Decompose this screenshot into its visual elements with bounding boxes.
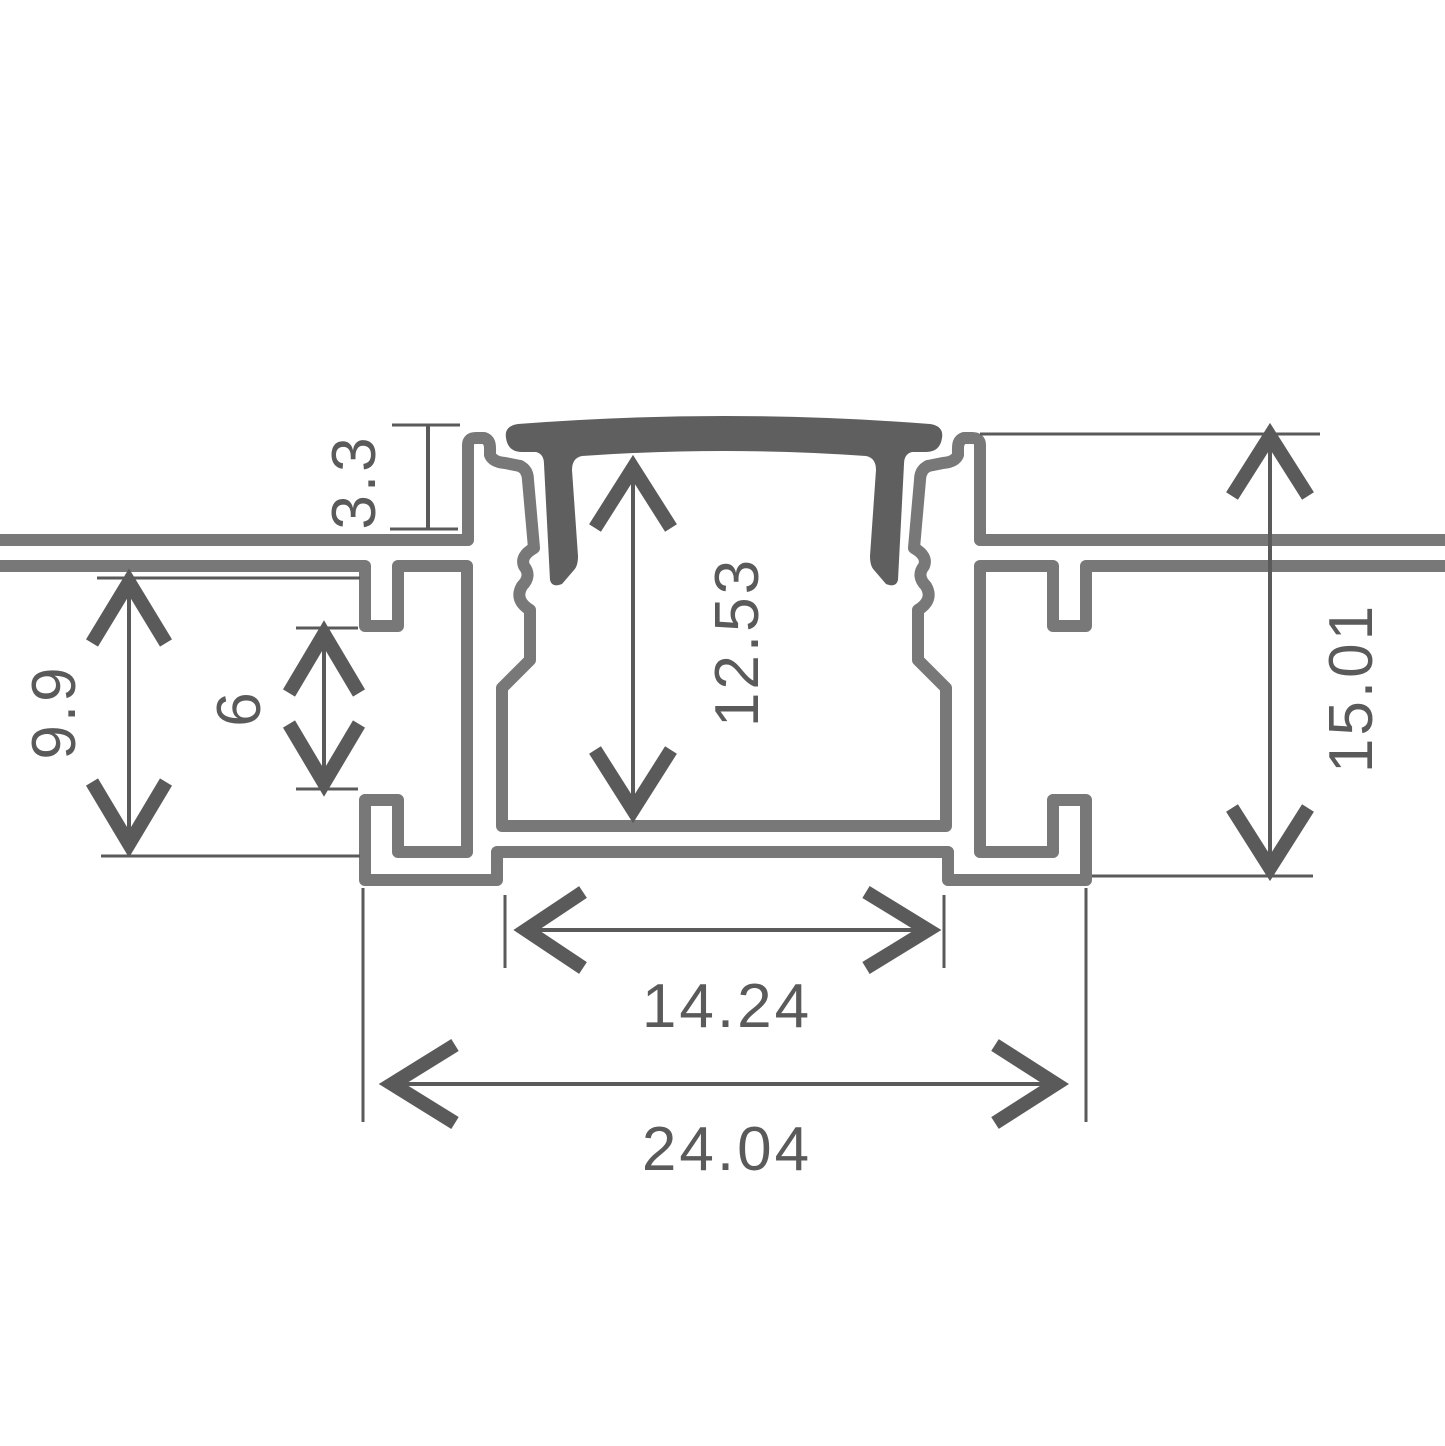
dimension-label-14-24: 14.24 [642,972,812,1041]
arrow-up-icon [589,454,677,532]
dimension-outer-width: 24.04 [361,888,1088,1184]
arrow-left-icon [513,886,587,974]
arrow-down-icon [85,778,173,858]
dimension-inner-height: 12.53 [589,454,772,824]
arrow-up-icon [1226,422,1314,500]
arrow-down-icon [589,746,677,824]
dimension-label-15-01: 15.01 [1317,603,1386,773]
mounting-surface [0,432,1445,886]
inner-channel [496,460,952,832]
arrow-down-icon [282,720,366,797]
dimension-label-12-53: 12.53 [703,557,772,727]
arrow-up-icon [86,568,172,647]
arrow-right-icon [991,1039,1069,1129]
arrow-up-icon [282,620,366,697]
dimension-inner-width: 14.24 [503,886,946,1041]
dimension-side-depth: 9.9 [20,568,360,858]
dimension-slot-height: 6 [205,620,366,797]
dimension-total-height: 15.01 [980,422,1386,882]
dimension-label-6: 6 [205,689,274,726]
arrow-right-icon [862,886,942,974]
arrow-down-icon [1226,804,1314,882]
diffuser-cover [505,416,943,586]
dimension-label-9-9: 9.9 [20,664,89,759]
arrow-left-icon [378,1039,459,1129]
dimension-label-3-3: 3.3 [320,434,389,529]
dimension-flange-height: 3.3 [320,423,460,531]
dimension-label-24-04: 24.04 [642,1115,812,1184]
